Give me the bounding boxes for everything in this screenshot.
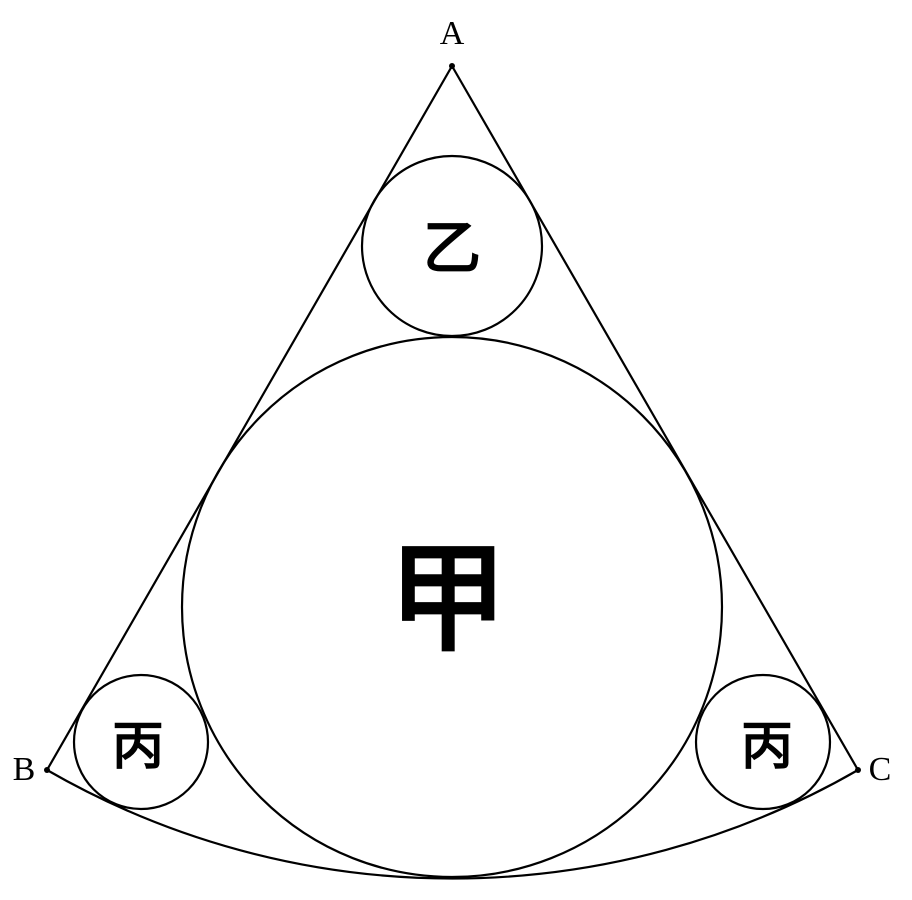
- vertex-label-a: A: [440, 15, 465, 52]
- vertex-c-dot: [855, 767, 861, 773]
- vertex-label-b: B: [13, 751, 36, 788]
- vertex-b-dot: [44, 767, 50, 773]
- radius-ac: [451, 65, 859, 771]
- circle-label-bottom-left: 丙: [112, 716, 164, 777]
- circle-top: [360, 154, 544, 338]
- circle-label-top: 乙: [423, 214, 481, 282]
- circle-label-large: 甲: [389, 529, 507, 668]
- arc-bc: [46, 769, 859, 880]
- vertex-a-dot: [449, 63, 455, 69]
- circle-bottom-right: [694, 673, 832, 811]
- circle-label-bottom-right: 丙: [741, 716, 793, 777]
- vertex-label-c: C: [869, 751, 892, 788]
- radius-ab: [46, 65, 453, 771]
- circle-bottom-left: [72, 673, 210, 811]
